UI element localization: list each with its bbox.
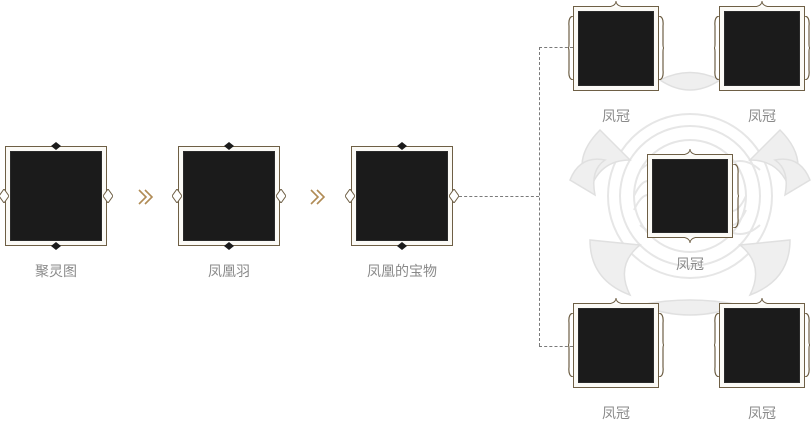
- bracket-ornament-icon: [733, 164, 739, 228]
- item-label: 聚灵图: [35, 264, 77, 280]
- bracket-ornament-icon: [658, 16, 664, 80]
- diamond-ornament-icon: [51, 242, 61, 250]
- double-chevron-right-icon: [138, 189, 154, 205]
- peak-ornament-icon: [608, 298, 624, 304]
- reward-slot-fengguan[interactable]: [714, 298, 810, 388]
- diamond-ornament-icon: [276, 189, 286, 203]
- diamond-ornament-icon: [449, 189, 459, 203]
- item-slot-fenghuang-baowu[interactable]: [345, 142, 459, 250]
- peak-ornament-icon: [682, 149, 698, 155]
- diamond-ornament-icon: [51, 142, 61, 150]
- diamond-ornament-icon: [224, 142, 234, 150]
- reward-slot-fengguan[interactable]: [568, 1, 664, 91]
- diamond-ornament-icon: [172, 189, 182, 203]
- reward-label: 凤冠: [748, 406, 776, 422]
- peak-ornament-icon: [754, 298, 770, 304]
- item-icon: [578, 308, 654, 383]
- double-chevron-right-icon: [310, 189, 326, 205]
- reward-slot-fengguan[interactable]: [714, 1, 810, 91]
- connector-line: [459, 196, 539, 197]
- diamond-ornament-icon: [397, 142, 407, 150]
- bracket-ornament-icon: [714, 313, 720, 377]
- diamond-ornament-icon: [103, 189, 113, 203]
- connector-line: [539, 346, 573, 347]
- item-icon: [356, 151, 448, 241]
- peak-ornament-icon: [682, 237, 698, 243]
- reward-label: 凤冠: [602, 406, 630, 422]
- item-icon: [724, 308, 800, 383]
- item-label: 凤凰羽: [208, 264, 250, 280]
- connector-line: [539, 47, 573, 48]
- item-icon: [578, 11, 654, 86]
- reward-label: 凤冠: [748, 109, 776, 125]
- bracket-ornament-icon: [658, 313, 664, 377]
- item-icon: [10, 151, 102, 241]
- reward-label: 凤冠: [676, 257, 704, 273]
- item-icon: [183, 151, 275, 241]
- diamond-ornament-icon: [224, 242, 234, 250]
- peak-ornament-icon: [754, 1, 770, 7]
- bracket-ornament-icon: [804, 16, 810, 80]
- bracket-ornament-icon: [568, 313, 574, 377]
- item-icon: [724, 11, 800, 86]
- reward-slot-fengguan[interactable]: [568, 298, 664, 388]
- peak-ornament-icon: [608, 1, 624, 7]
- item-label: 凤凰的宝物: [367, 264, 437, 280]
- reward-label: 凤冠: [602, 109, 630, 125]
- item-slot-fenghuang-yu[interactable]: [172, 142, 286, 250]
- bracket-ornament-icon: [568, 16, 574, 80]
- bracket-ornament-icon: [804, 313, 810, 377]
- diamond-ornament-icon: [345, 189, 355, 203]
- diamond-ornament-icon: [397, 242, 407, 250]
- item-icon: [652, 159, 728, 233]
- bracket-ornament-icon: [714, 16, 720, 80]
- connector-line: [539, 47, 540, 346]
- diamond-ornament-icon: [0, 189, 9, 203]
- reward-slot-fengguan[interactable]: [647, 149, 739, 243]
- item-slot-juling-tu[interactable]: [0, 142, 113, 250]
